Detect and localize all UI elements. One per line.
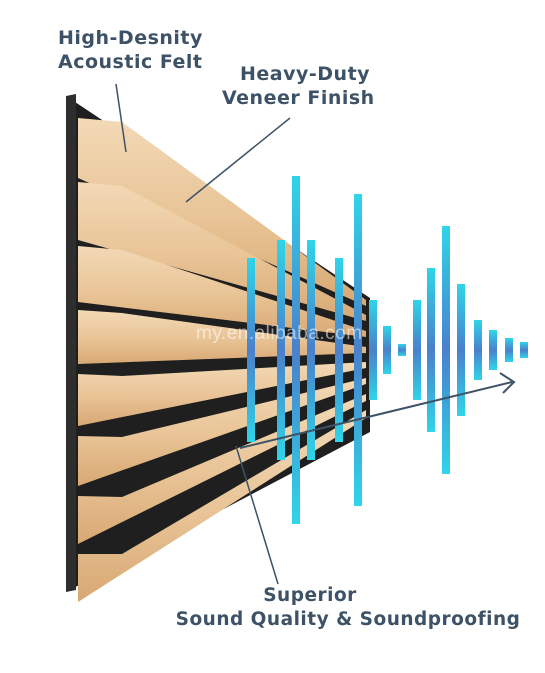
wave-bar bbox=[335, 258, 343, 442]
wave-bar bbox=[292, 176, 300, 524]
wave-bar bbox=[307, 240, 315, 460]
veneer-label-line2: Veneer Finish bbox=[222, 87, 375, 109]
wave-bar bbox=[383, 326, 391, 374]
sound-label-line1: Superior bbox=[263, 585, 357, 606]
wave-bar bbox=[520, 342, 528, 358]
wave-bar bbox=[277, 240, 285, 460]
wave-bar bbox=[474, 320, 482, 380]
wave-bar bbox=[369, 300, 377, 400]
veneer-pointer-line bbox=[185, 117, 291, 203]
sound-wave-graphic bbox=[247, 176, 528, 524]
sound-label: Superior Sound Quality & Soundproofing bbox=[162, 584, 534, 632]
felt-edge bbox=[66, 94, 76, 592]
sound-pointer-line bbox=[235, 445, 279, 585]
wave-bar bbox=[354, 194, 362, 506]
felt-pointer-line bbox=[115, 83, 127, 153]
wave-bar bbox=[442, 226, 450, 474]
veneer-label-line1: Heavy-Duty bbox=[240, 63, 371, 85]
wave-bar bbox=[247, 258, 255, 442]
wave-bar bbox=[398, 344, 406, 356]
sound-label-line2: Sound Quality & Soundproofing bbox=[175, 609, 521, 630]
veneer-label: Heavy-Duty Veneer Finish bbox=[222, 62, 375, 110]
wave-bar bbox=[413, 300, 421, 400]
arrow-right-icon bbox=[239, 372, 516, 449]
wave-bar bbox=[489, 330, 497, 370]
wave-bar bbox=[505, 338, 513, 362]
felt-label: High-Desnity Acoustic Felt bbox=[58, 26, 203, 74]
wave-bar bbox=[457, 284, 465, 416]
watermark: my.en.alibaba.com bbox=[196, 323, 363, 344]
felt-label-line2: Acoustic Felt bbox=[58, 51, 203, 73]
felt-label-line1: High-Desnity bbox=[58, 27, 203, 49]
wave-bar bbox=[427, 268, 435, 432]
